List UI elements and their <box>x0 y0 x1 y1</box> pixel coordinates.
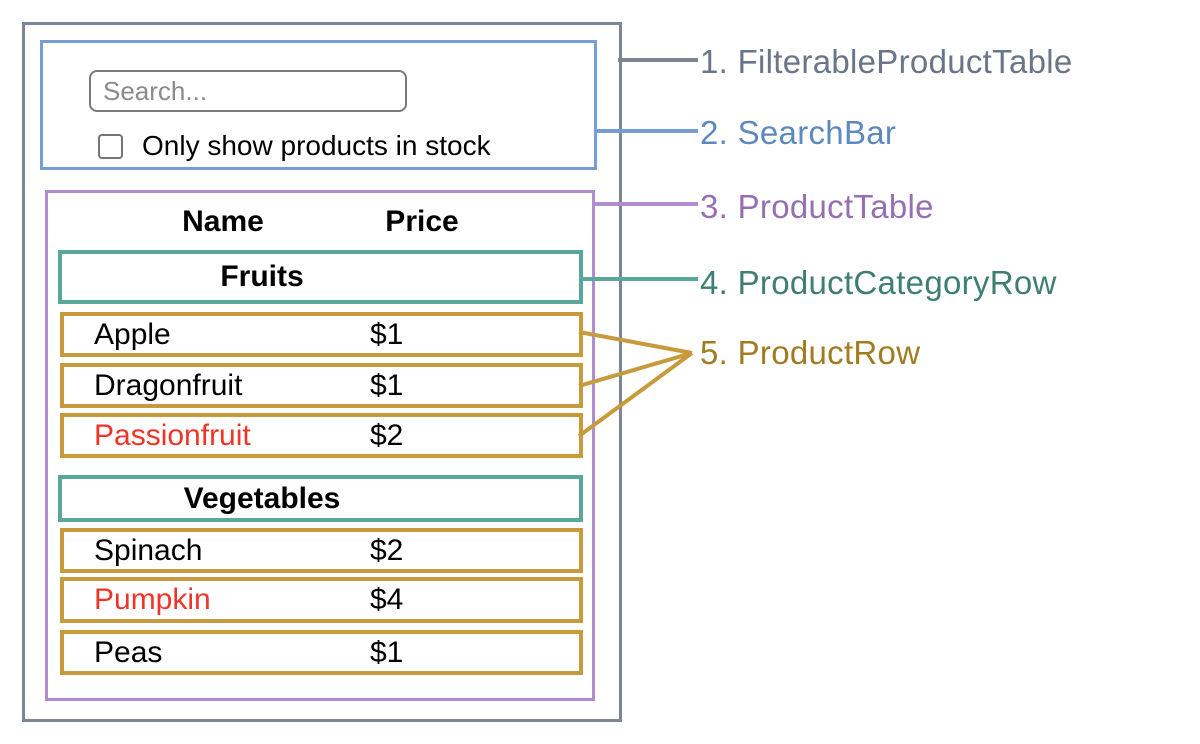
product-name: Apple <box>94 317 171 351</box>
search-bar-box: Only show products in stock <box>40 40 597 170</box>
product-name: Spinach <box>94 533 203 567</box>
product-name: Dragonfruit <box>94 368 243 402</box>
product-row-apple: Apple $1 <box>60 312 583 357</box>
product-name: Passionfruit <box>94 418 251 452</box>
column-header-name: Name <box>182 205 264 238</box>
product-table-box: Name Price Fruits Apple $1 Dragonfruit $… <box>45 190 595 701</box>
product-row-pumpkin: Pumpkin $4 <box>60 577 583 623</box>
product-name: Pumpkin <box>94 583 211 616</box>
category-label: Vegetables <box>183 481 341 515</box>
category-label: Fruits <box>220 260 304 293</box>
label-search-bar: 2. SearchBar <box>700 114 897 151</box>
product-row-passionfruit: Passionfruit $2 <box>60 413 583 458</box>
in-stock-filter-row: Only show products in stock <box>98 131 491 161</box>
column-header-price: Price <box>385 205 459 238</box>
in-stock-checkbox-label: Only show products in stock <box>142 130 491 161</box>
search-input[interactable] <box>89 70 407 112</box>
in-stock-checkbox[interactable] <box>98 133 123 159</box>
product-price: $2 <box>370 533 404 567</box>
product-price: $2 <box>370 418 404 452</box>
product-price: $1 <box>370 317 404 351</box>
label-product-row: 5. ProductRow <box>700 334 921 371</box>
product-row-dragonfruit: Dragonfruit $1 <box>60 363 583 408</box>
product-name: Peas <box>94 635 163 669</box>
product-category-row-vegetables: Vegetables <box>58 475 583 522</box>
product-price: $4 <box>370 583 404 616</box>
label-product-table: 3. ProductTable <box>700 188 934 225</box>
product-row-peas: Peas $1 <box>60 630 583 675</box>
product-price: $1 <box>370 368 404 402</box>
label-product-category-row: 4. ProductCategoryRow <box>700 264 1057 301</box>
label-filterable-product-table: 1. FilterableProductTable <box>700 43 1073 80</box>
product-row-spinach: Spinach $2 <box>60 528 583 573</box>
product-price: $1 <box>370 635 404 669</box>
product-category-row-fruits: Fruits <box>58 250 583 304</box>
